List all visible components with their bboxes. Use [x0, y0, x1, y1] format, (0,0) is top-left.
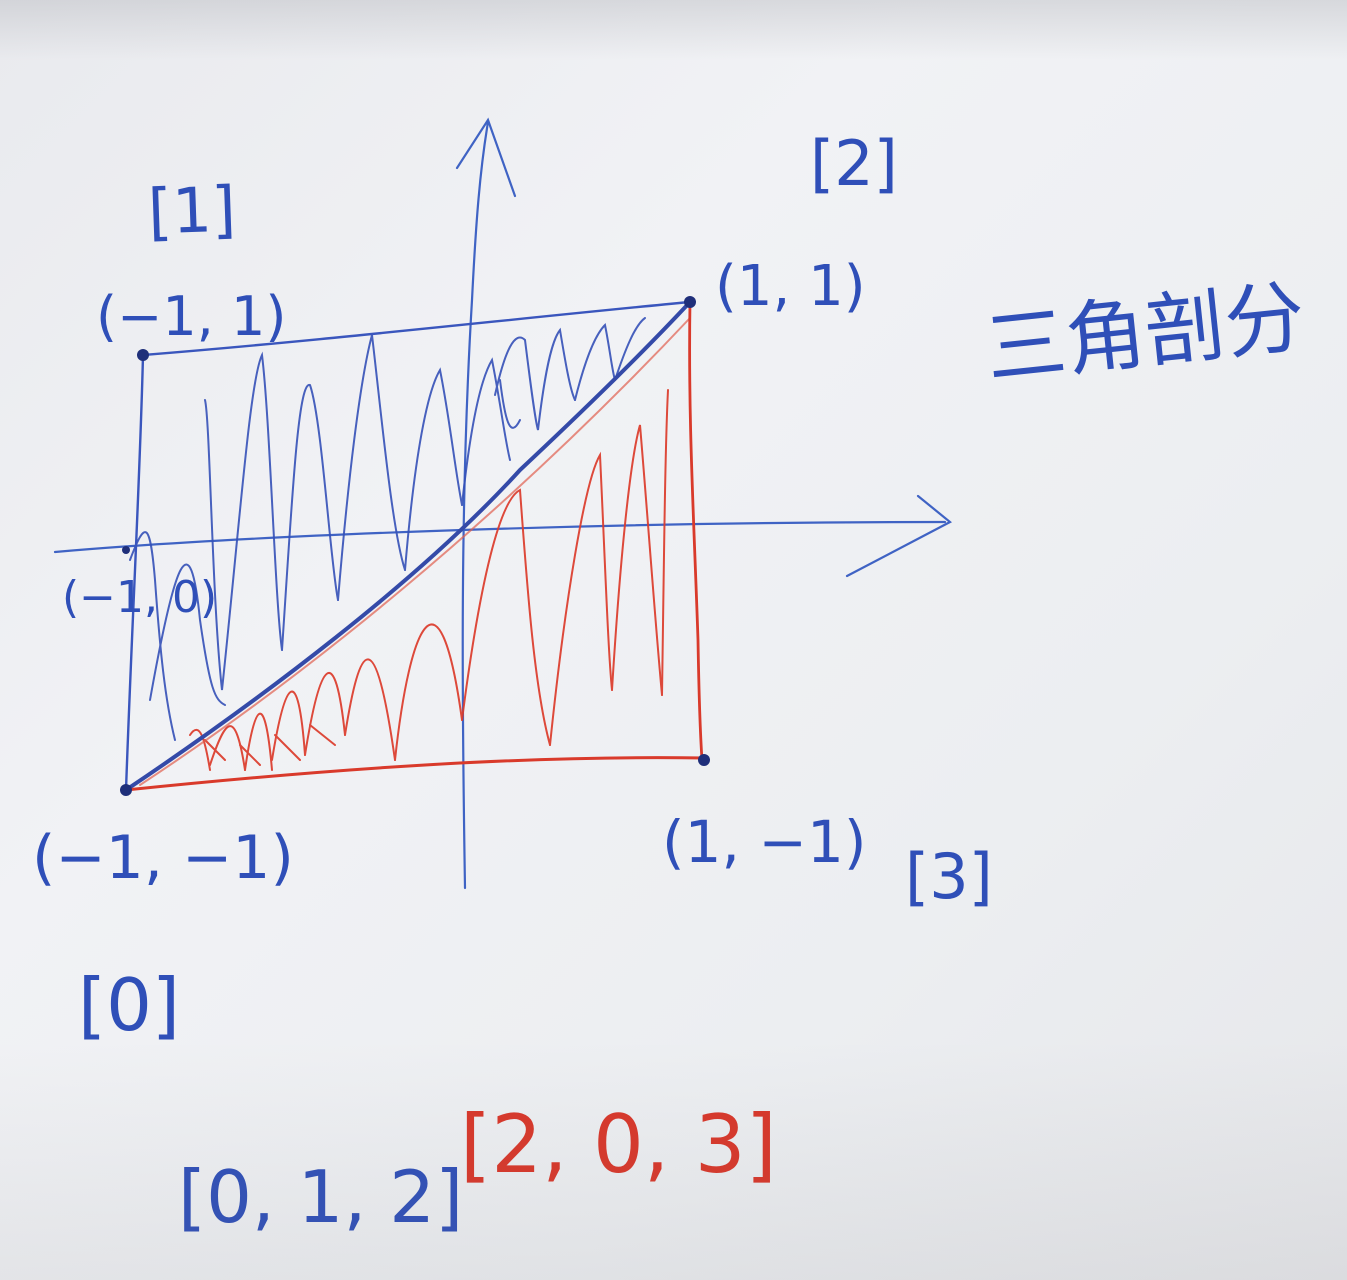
y-axis-arrowhead [455, 117, 517, 198]
vertex-0 [120, 784, 132, 796]
label-coord-tl: (−1, 1) [96, 285, 286, 348]
red-triangle-hatch [189, 389, 669, 771]
edge-bottom [124, 756, 707, 792]
label-coord-br: (1, −1) [662, 808, 867, 876]
edge-right [688, 300, 704, 762]
square-edges [124, 300, 707, 792]
label-coord-bl: (−1, −1) [32, 823, 294, 893]
edge-top [141, 300, 692, 357]
x-axis [53, 520, 947, 554]
label-coord-tr: (1, 1) [715, 254, 866, 319]
edge-diagonal [124, 300, 692, 792]
vertex-1 [137, 349, 149, 361]
label-coord-left-mid: (−1, 0) [62, 572, 217, 623]
point-left-mid [122, 546, 130, 554]
labels: [1] [2] (−1, 1) (1, 1) (−1, 0) (−1, −1) … [32, 127, 1309, 1239]
blue-triangle-hatch [129, 317, 646, 741]
label-triangle-blue: [0, 1, 2] [178, 1155, 463, 1239]
label-title: 三角剖分 [981, 270, 1309, 396]
axes [53, 117, 952, 890]
vertex-2 [684, 296, 696, 308]
vertex-3 [698, 754, 710, 766]
edge-diagonal-red [139, 317, 691, 786]
label-triangle-red: [2, 0, 3] [460, 1098, 777, 1191]
y-axis [461, 120, 490, 890]
label-index-0: [0] [78, 963, 180, 1047]
edge-left [124, 353, 145, 792]
label-index-2: [2] [810, 127, 898, 200]
vertices [120, 296, 710, 796]
label-index-3: [3] [905, 840, 993, 913]
label-index-1: [1] [147, 172, 237, 248]
x-axis-arrowhead [845, 494, 952, 578]
